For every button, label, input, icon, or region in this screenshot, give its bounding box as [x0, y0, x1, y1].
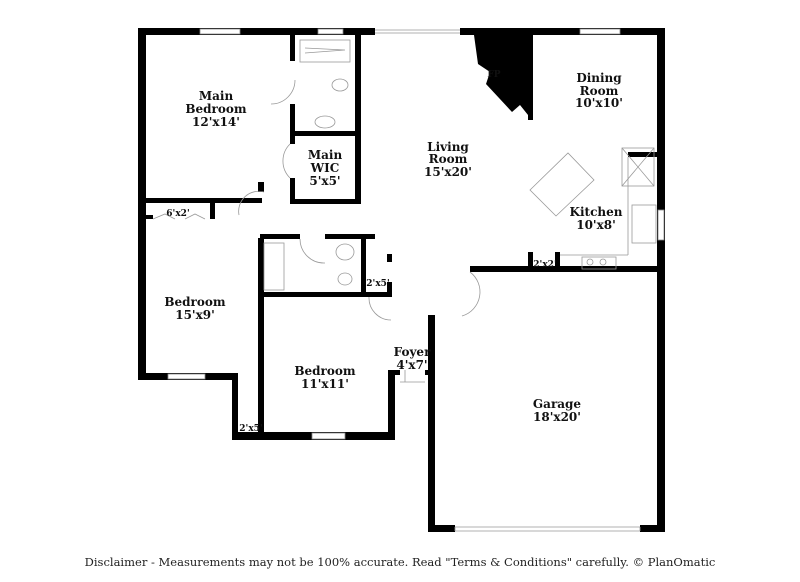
living-room-label-2: Room: [429, 152, 468, 166]
living-room-label: Living: [427, 140, 469, 154]
closet-6x2-label: 6'x2': [166, 209, 189, 219]
dining-room-label: Dining: [576, 71, 622, 85]
kitchen-label: Kitchen: [570, 205, 623, 219]
main-bedroom-size: 12'x14': [192, 115, 240, 129]
foyer-label: Foyer: [394, 345, 431, 359]
bedroom-1-size: 15'x9': [175, 308, 215, 322]
pantry-2x2-label: 2'x2': [533, 260, 556, 270]
main-wic-size: 5'x5': [309, 174, 340, 188]
main-bedroom-label-2: Bedroom: [185, 102, 246, 116]
kitchen-size: 10'x8': [576, 218, 616, 232]
disclaimer: Disclaimer - Measurements may not be 100…: [84, 555, 716, 569]
room-labels: Main Bedroom 12'x14' Main WIC 5'x5' Livi…: [164, 70, 623, 434]
fireplace-label: FP: [487, 70, 500, 80]
foyer-size: 4'x7': [396, 358, 427, 372]
bedroom-2-size: 11'x11': [301, 377, 349, 391]
bedroom-2-label: Bedroom: [294, 364, 355, 378]
fixtures: [152, 39, 657, 383]
closet-2x5-bedroom-label: 2'x5': [239, 424, 262, 434]
garage-label: Garage: [533, 397, 582, 411]
main-wic-label: Main: [308, 148, 343, 162]
dining-room-label-2: Room: [580, 84, 619, 98]
main-bedroom-label: Main: [199, 89, 234, 103]
living-room-size: 15'x20': [424, 165, 472, 179]
windows: [167, 28, 665, 532]
main-wic-label-2: WIC: [310, 161, 340, 175]
closet-2x5-hall-label: 2'x5': [366, 279, 389, 289]
garage-size: 18'x20': [533, 410, 581, 424]
dining-room-size: 10'x10': [575, 96, 623, 110]
bedroom-1-label: Bedroom: [164, 295, 225, 309]
